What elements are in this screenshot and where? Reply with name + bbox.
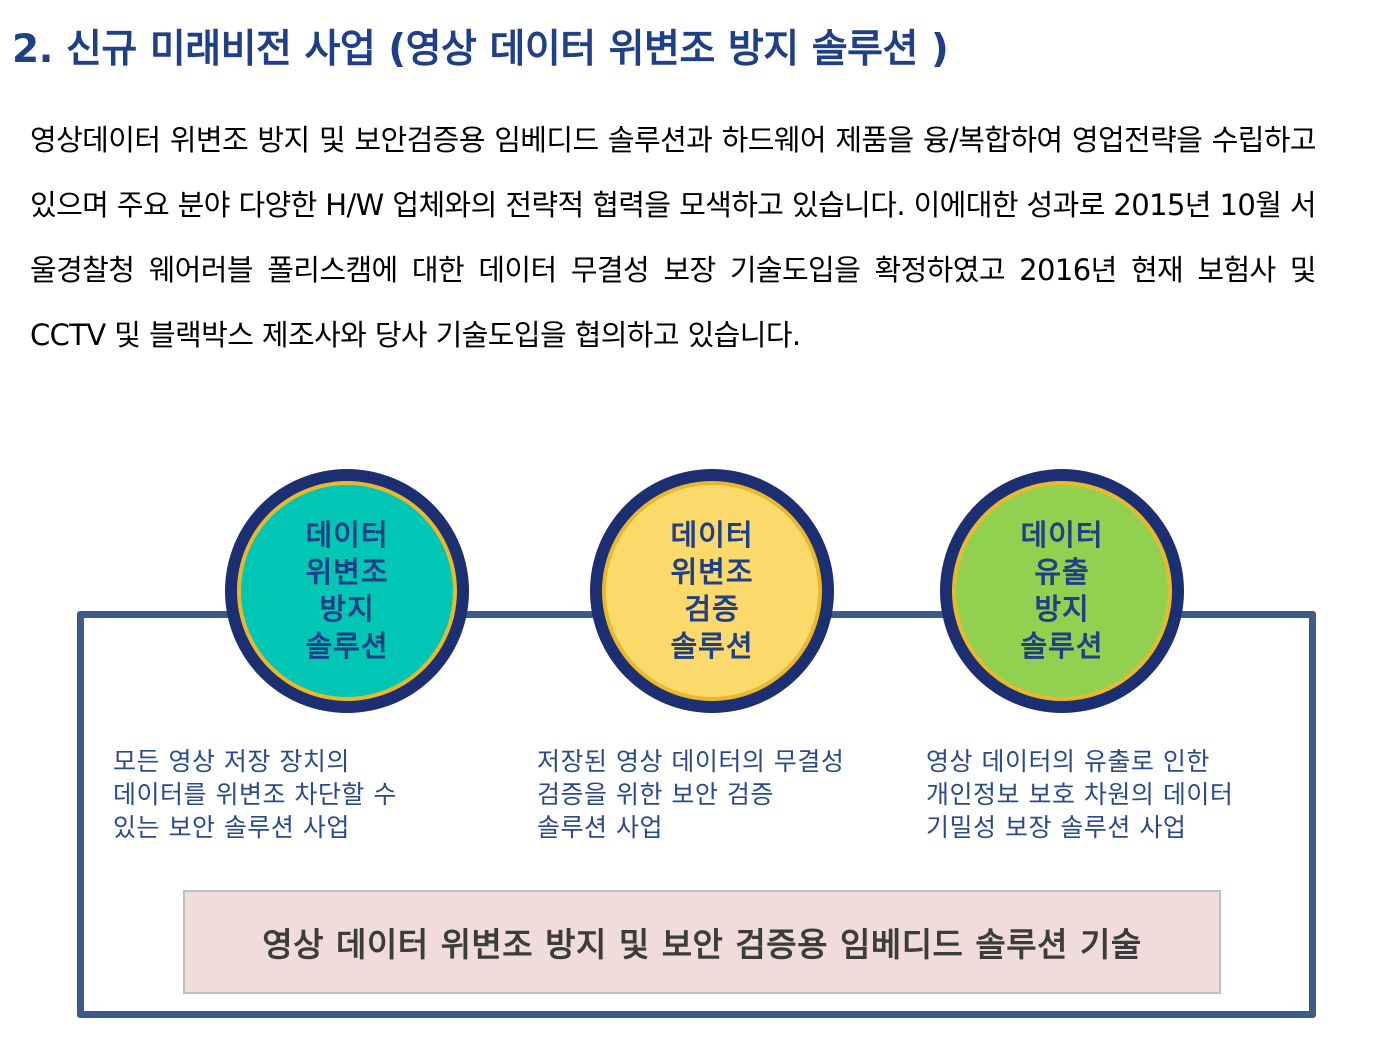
description-line: 데이터를 위변조 차단할 수 [113, 780, 397, 809]
circle-label-line: 위변조 [670, 555, 754, 589]
circle-core: 데이터 유출 방지 솔루션 [956, 485, 1168, 697]
intro-paragraph: 영상데이터 위변조 방지 및 보안검증용 임베디드 솔루션과 하드웨어 제품을 … [30, 123, 1317, 352]
description-line: 저장된 영상 데이터의 무결성 [537, 747, 845, 776]
circle-core: 데이터 위변조 검증 솔루션 [606, 485, 818, 697]
banner-text: 영상 데이터 위변조 방지 및 보안 검증용 임베디드 솔루션 기술 [262, 925, 1142, 964]
circle-forgery-verification: 데이터 위변조 검증 솔루션 [590, 469, 834, 713]
circle-label-line: 방지 [319, 592, 375, 626]
description-line: 검증을 위한 보안 검증 [537, 780, 774, 809]
circle-label-line: 데이터 [670, 518, 754, 552]
circle-label-line: 위변조 [305, 555, 389, 589]
circle-label-line: 데이터 [1020, 518, 1104, 552]
description-line: 영상 데이터의 유출로 인한 [926, 747, 1210, 776]
circle-label-line: 솔루션 [305, 629, 389, 663]
circle-label-line: 검증 [684, 592, 740, 626]
circle-label-line: 솔루션 [670, 629, 754, 663]
circle-label-line: 솔루션 [1020, 629, 1104, 663]
circle-label-line: 방지 [1034, 592, 1090, 626]
description-line: 있는 보안 솔루션 사업 [113, 813, 350, 842]
description-leak-prevention: 영상 데이터의 유출로 인한 개인정보 보호 차원의 데이터 기밀성 보장 솔루… [926, 745, 1233, 844]
circle-leak-prevention: 데이터 유출 방지 솔루션 [940, 469, 1184, 713]
description-line: 모든 영상 저장 장치의 [113, 747, 350, 776]
circle-core: 데이터 위변조 방지 솔루션 [241, 485, 453, 697]
description-forgery-verification: 저장된 영상 데이터의 무결성 검증을 위한 보안 검증 솔루션 사업 [537, 745, 844, 844]
description-line: 개인정보 보호 차원의 데이터 [926, 780, 1234, 809]
circle-forgery-prevention: 데이터 위변조 방지 솔루션 [225, 469, 469, 713]
description-forgery-prevention: 모든 영상 저장 장치의 데이터를 위변조 차단할 수 있는 보안 솔루션 사업 [113, 745, 397, 844]
description-line: 솔루션 사업 [537, 813, 663, 842]
circle-label-line: 데이터 [305, 518, 389, 552]
page-title: 2. 신규 미래비전 사업 (영상 데이터 위변조 방지 솔루션 ) [12, 27, 949, 72]
circle-label-line: 유출 [1034, 555, 1090, 589]
description-line: 기밀성 보장 솔루션 사업 [926, 813, 1187, 842]
technology-banner: 영상 데이터 위변조 방지 및 보안 검증용 임베디드 솔루션 기술 [183, 890, 1221, 994]
